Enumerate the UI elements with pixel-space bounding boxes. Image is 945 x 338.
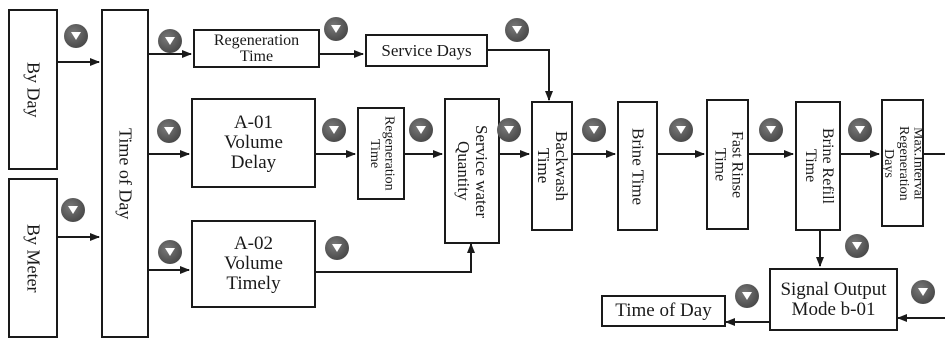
down-key-icon — [911, 280, 935, 304]
brine-refill-time-label: Brine Refill Time — [802, 128, 836, 204]
brine-time-box: Brine Time — [617, 101, 658, 231]
regeneration-time-top-box: Regeneration Time — [193, 29, 320, 68]
arrow-servicedays-backwash — [488, 49, 553, 101]
backwash-time-label: Backwash Time — [534, 131, 571, 201]
a01-volume-delay-label: A-01 Volume Delay — [224, 112, 283, 173]
regeneration-time-mid-label: Regeneration Time — [367, 116, 397, 191]
down-key-icon — [158, 240, 182, 264]
by-meter-box: By Meter — [8, 178, 58, 338]
by-day-label: By Day — [23, 61, 44, 118]
service-water-quantity-box: Service water Quantity — [444, 98, 500, 244]
down-key-icon — [497, 118, 521, 142]
regeneration-time-top-label: Regeneration Time — [213, 31, 300, 65]
down-key-icon — [505, 18, 529, 42]
brine-refill-time-box: Brine Refill Time — [795, 101, 841, 231]
a02-volume-timely-box: A-02 Volume Timely — [191, 220, 316, 308]
down-key-icon — [158, 29, 182, 53]
time-of-day-main-box: Time of Day — [101, 9, 149, 338]
regeneration-time-mid-box: Regeneration Time — [357, 107, 405, 200]
time-of-day-end-box: Time of Day — [601, 295, 726, 327]
fast-rinse-time-box: Fast Rinse Time — [706, 99, 749, 230]
max-interval-box: Max.Interval Regeneration Days — [881, 99, 924, 227]
time-of-day-main-label: Time of Day — [115, 127, 136, 220]
service-days-box: Service Days — [365, 34, 488, 67]
down-key-icon — [848, 118, 872, 142]
a01-volume-delay-box: A-01 Volume Delay — [191, 98, 316, 188]
brine-time-label: Brine Time — [628, 127, 648, 205]
by-day-box: By Day — [8, 9, 58, 170]
down-key-icon — [325, 236, 349, 260]
fast-rinse-time-label: Fast Rinse Time — [711, 130, 746, 199]
down-key-icon — [157, 119, 181, 143]
signal-output-box: Signal Output Mode b-01 — [769, 268, 898, 331]
down-key-icon — [845, 234, 869, 258]
down-key-icon — [322, 118, 346, 142]
max-interval-label: Max.Interval Regeneration Days — [881, 125, 924, 201]
service-water-quantity-label: Service water Quantity — [454, 124, 491, 218]
backwash-time-box: Backwash Time — [531, 101, 573, 231]
down-key-icon — [64, 24, 88, 48]
down-key-icon — [61, 198, 85, 222]
down-key-icon — [582, 118, 606, 142]
by-meter-label: By Meter — [23, 223, 44, 293]
service-days-label: Service Days — [381, 40, 472, 60]
down-key-icon — [409, 118, 433, 142]
a02-volume-timely-label: A-02 Volume Timely — [224, 233, 283, 294]
down-key-icon — [735, 284, 759, 308]
time-of-day-end-label: Time of Day — [615, 300, 712, 322]
down-key-icon — [669, 118, 693, 142]
arrow-a02-servicewater — [316, 243, 475, 273]
signal-output-label: Signal Output Mode b-01 — [780, 278, 887, 320]
down-key-icon — [324, 17, 348, 41]
down-key-icon — [759, 118, 783, 142]
